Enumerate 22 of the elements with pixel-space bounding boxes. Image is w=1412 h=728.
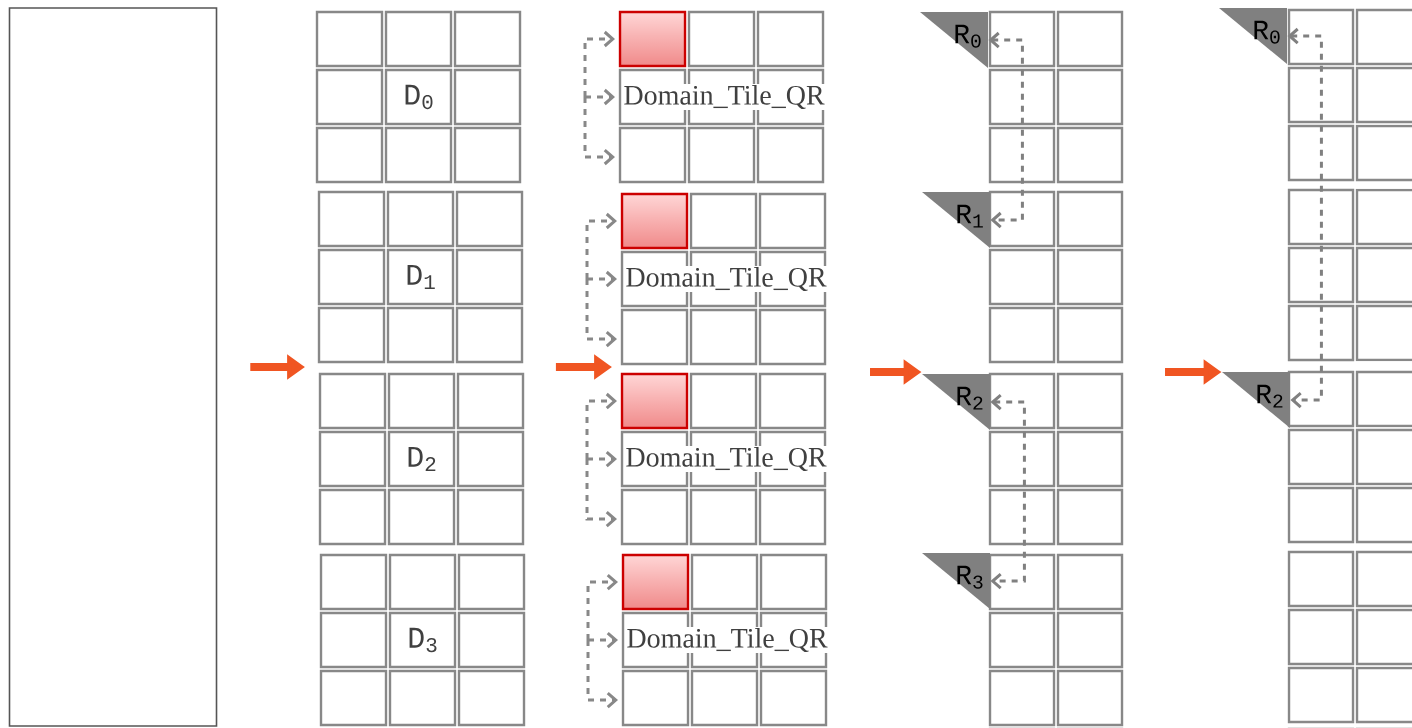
arrow [1287,27,1323,409]
grid-block: Domain_Tile_QR [621,553,829,727]
grid-block: Domain_Tile_QR [620,372,828,546]
label-triangle: R$_{3}$ [922,553,990,609]
label-triangle: R$_{1}$ [922,192,990,248]
node-label: D$_{1}$ [407,264,435,290]
node-label: D$_{3}$ [409,627,437,653]
grid-block: D$_{3}$ [319,553,526,727]
label-triangle: R$_{2}$ [1222,372,1290,428]
grid-block: D$_{2}$ [318,372,525,546]
empty-box [8,7,218,727]
label-triangle: R$_{0}$ [1219,8,1287,64]
label-triangle: R$_{2}$ [922,374,990,430]
label-triangle: R$_{0}$ [920,12,988,68]
node-label: D$_{0}$ [405,84,433,110]
grid-block: D$_{1}$ [317,190,524,364]
arrow [988,31,1024,229]
grid-block: Domain_Tile_QR [620,192,828,366]
grid-block: D$_{0}$ [315,10,522,184]
node-label: D$_{2}$ [408,446,436,472]
arrow [990,393,1026,590]
grid-block: Domain_Tile_QR [618,10,826,184]
